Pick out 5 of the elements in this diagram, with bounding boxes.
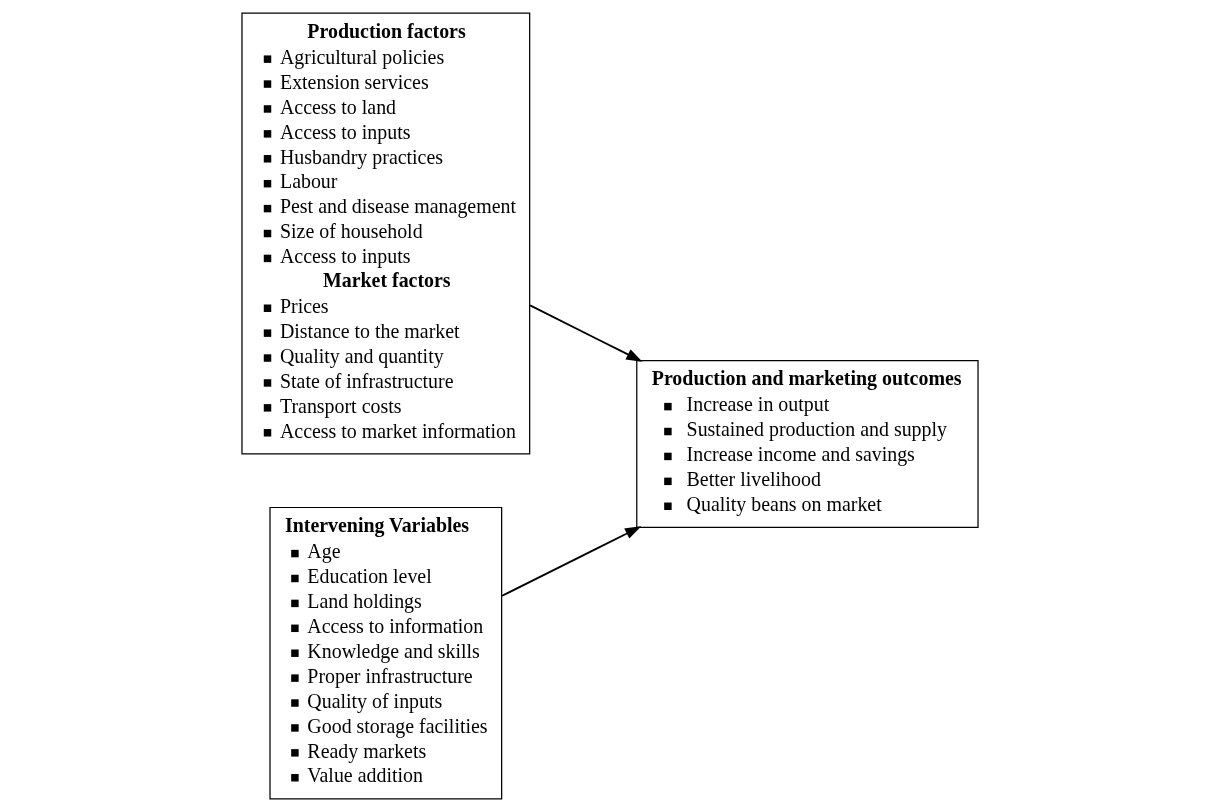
node-box: Production factors Agricultural policies Extension services Access to land Access to inputs Husbandry practices Labour Pest and disease management Size of household Access to inputs Market factors Prices Distance to the market Quality and quantity State of infrastructure Transport costs Access to market information bbox=[240, 12, 530, 455]
arrow bbox=[528, 304, 642, 362]
arrow bbox=[500, 526, 641, 597]
node-box: Production and marketing outcomes Increase in output Sustained production and supply Increase income and savings Better livelihood Quality beans on market bbox=[635, 359, 979, 529]
node-box: Intervening Variables Age Education level Land holdings Access to information Knowledge and skills Proper infrastructure Quality of inputs Good storage facilities Ready markets Value addition bbox=[268, 506, 502, 800]
